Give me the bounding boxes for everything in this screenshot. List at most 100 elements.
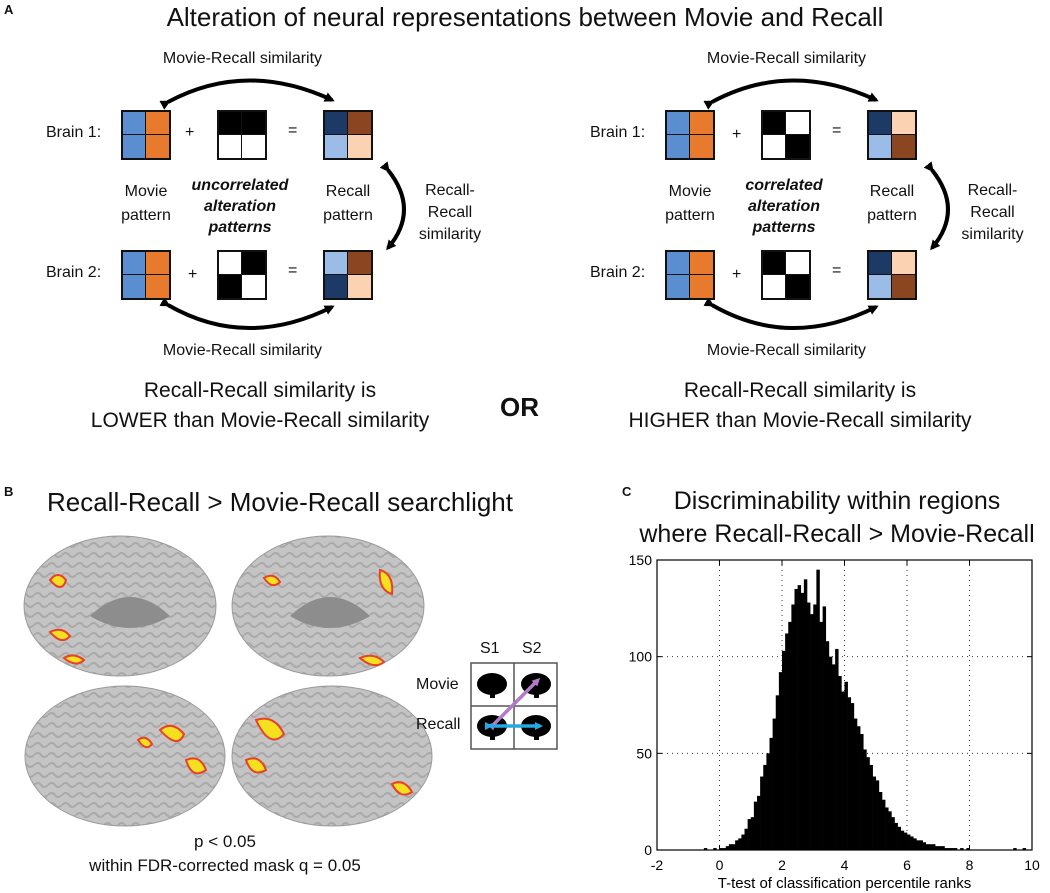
right-brain2-recall-matrix bbox=[867, 250, 917, 300]
histogram-bar bbox=[747, 819, 752, 850]
brain-lateral-right bbox=[231, 685, 433, 827]
histogram-bar bbox=[860, 734, 864, 850]
histogram-bar bbox=[853, 718, 858, 850]
histogram-bar bbox=[822, 606, 827, 850]
histogram-bar bbox=[872, 776, 877, 850]
histogram-bar bbox=[741, 834, 745, 850]
histogram-bar bbox=[944, 848, 948, 850]
histogram-bar bbox=[703, 848, 708, 850]
x-tick-label: 8 bbox=[966, 857, 974, 873]
histogram-bar bbox=[1022, 848, 1027, 850]
right-brain1-movie-matrix bbox=[665, 110, 715, 160]
histogram-bar bbox=[725, 846, 730, 850]
histogram-bar bbox=[919, 840, 923, 850]
left-brain1-recall-matrix bbox=[323, 110, 373, 160]
panel-b-letter: B bbox=[4, 484, 14, 499]
histogram-bar bbox=[863, 749, 867, 850]
right-equals-2: = bbox=[832, 262, 842, 279]
left-brain2-recall-matrix bbox=[323, 250, 373, 300]
panel-c-letter: C bbox=[622, 484, 632, 499]
histogram-bar bbox=[785, 633, 789, 850]
histogram-bar bbox=[847, 697, 852, 850]
right-equals-1: = bbox=[832, 122, 842, 139]
histogram-bar bbox=[788, 621, 792, 850]
s1-label: S1 bbox=[480, 640, 500, 657]
y-tick-label: 0 bbox=[644, 842, 652, 858]
histogram-bar bbox=[894, 822, 898, 850]
histogram-bar bbox=[841, 691, 845, 850]
histogram-bar bbox=[732, 844, 736, 850]
histogram-bar bbox=[850, 703, 855, 850]
x-tick-label: 2 bbox=[778, 857, 786, 873]
right-plus-1: + bbox=[732, 126, 742, 143]
histogram-bar bbox=[916, 840, 920, 850]
histogram-bar bbox=[766, 753, 770, 850]
left-bottom-arrow bbox=[159, 297, 335, 330]
histogram-bar bbox=[953, 848, 958, 850]
histogram-bar bbox=[928, 844, 933, 850]
histogram-bar bbox=[922, 842, 927, 850]
or-label: OR bbox=[500, 392, 539, 422]
histogram-bar bbox=[832, 664, 836, 850]
brain-medial-right bbox=[231, 535, 425, 677]
x-tick-label: 0 bbox=[716, 857, 724, 873]
panel-c-title-2: where Recall-Recall > Movie-Recall bbox=[639, 520, 1035, 548]
y-tick-label: 150 bbox=[629, 555, 653, 568]
histogram-bar bbox=[844, 681, 848, 850]
histogram-bar bbox=[938, 846, 942, 850]
x-tick-label: 10 bbox=[1024, 857, 1040, 873]
histogram-bar bbox=[719, 848, 723, 850]
histogram-bar bbox=[910, 836, 914, 850]
left-brain2-alteration-matrix bbox=[217, 250, 267, 300]
left-brain1-alteration-matrix bbox=[217, 110, 267, 160]
right-plus-2: + bbox=[732, 266, 742, 283]
right-bottom-arrow bbox=[703, 297, 879, 330]
histogram-bar bbox=[722, 848, 727, 850]
histogram-bar bbox=[772, 718, 777, 850]
histogram-bar bbox=[713, 848, 717, 850]
histogram-bar bbox=[947, 848, 952, 850]
histogram-bar bbox=[782, 650, 786, 850]
panel-b-title: Recall-Recall > Movie-Recall searchlight bbox=[46, 487, 513, 517]
histogram-bar bbox=[875, 780, 880, 850]
histogram-bar bbox=[791, 604, 795, 850]
histogram-bar bbox=[738, 838, 742, 850]
histogram-bar bbox=[888, 811, 892, 850]
left-brain2-label: Brain 2: bbox=[46, 264, 102, 281]
left-equals-1: = bbox=[288, 122, 298, 139]
histogram-bar bbox=[735, 840, 739, 850]
panel-c-title-1: Discriminability within regions bbox=[673, 487, 1001, 515]
histogram-bar bbox=[813, 604, 817, 850]
left-bottom-arrow-label: Movie-Recall similarity bbox=[162, 342, 323, 359]
histogram-bar bbox=[966, 848, 970, 850]
right-side-arrow bbox=[923, 161, 950, 251]
left-plus-1: + bbox=[185, 124, 195, 141]
panel-b-caption-1: p < 0.05 bbox=[194, 832, 256, 851]
x-tick-label: -2 bbox=[651, 857, 664, 873]
histogram-bar bbox=[903, 832, 908, 850]
histogram-bar bbox=[1013, 848, 1017, 850]
histogram-bar bbox=[897, 826, 902, 850]
y-tick-label: 100 bbox=[629, 649, 653, 665]
right-top-arrow bbox=[703, 78, 879, 110]
histogram-bar bbox=[932, 844, 936, 850]
right-brain1-label: Brain 1: bbox=[590, 124, 646, 141]
panel-b-caption-2: within FDR-corrected mask q = 0.05 bbox=[89, 856, 361, 875]
histogram-bar bbox=[763, 764, 767, 850]
right-brain2-movie-matrix bbox=[665, 250, 715, 300]
histogram-bar bbox=[913, 838, 917, 850]
histogram-bar bbox=[807, 602, 811, 850]
left-top-arrow bbox=[159, 78, 335, 110]
histogram-bar bbox=[900, 830, 905, 850]
histogram-bar bbox=[891, 817, 895, 850]
histogram-bar bbox=[760, 776, 764, 850]
subject-grid bbox=[470, 662, 558, 750]
histogram-bar bbox=[825, 641, 830, 850]
